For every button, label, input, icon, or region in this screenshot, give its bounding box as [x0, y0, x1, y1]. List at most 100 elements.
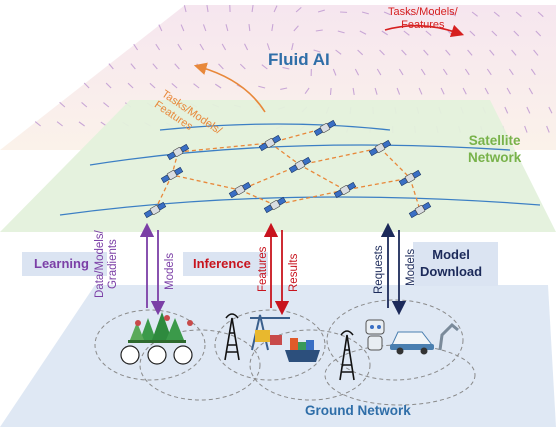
learning-up-line-2: Gradients	[107, 239, 119, 290]
field-arrow	[513, 30, 520, 37]
field-arrow	[418, 87, 423, 95]
field-arrow	[504, 106, 509, 114]
field-arrow	[273, 5, 278, 13]
field-arrow	[202, 24, 207, 32]
field-arrow	[315, 29, 323, 32]
field-arrow	[396, 87, 401, 95]
cargo-ship-icon	[285, 338, 320, 362]
field-arrow	[425, 30, 432, 36]
field-arrow	[78, 121, 85, 127]
field-arrow	[225, 24, 229, 32]
field-arrow	[508, 68, 514, 76]
robotic-arm-icon	[438, 322, 459, 351]
field-arrow	[83, 82, 90, 89]
top-right-flow-line-1: Tasks/Models/	[388, 6, 458, 18]
field-arrow	[361, 11, 369, 15]
field-arrow	[524, 125, 528, 133]
sensor-icons	[135, 315, 193, 326]
satellites	[143, 119, 432, 219]
field-arrow	[379, 49, 385, 56]
field-arrow	[304, 87, 310, 95]
inference-down-label: Results	[288, 253, 300, 292]
field-arrow	[352, 87, 355, 95]
field-arrow	[127, 82, 134, 89]
field-arrow	[271, 23, 274, 32]
field-arrow	[293, 25, 299, 32]
top-left-flow-arrow	[193, 62, 266, 113]
field-arrow	[533, 49, 539, 56]
satellite-icon	[228, 181, 252, 199]
field-arrow	[528, 87, 534, 95]
ground-clusters	[94, 299, 476, 406]
autonomous-car-icon	[390, 331, 434, 355]
field-arrow	[462, 87, 467, 95]
field-arrow	[403, 30, 410, 36]
orbit-lines	[59, 123, 541, 216]
field-arrow	[130, 63, 136, 70]
field-arrow	[449, 11, 457, 17]
satellite-icon	[288, 156, 312, 174]
field-arrow	[266, 43, 271, 51]
field-arrow	[59, 101, 66, 108]
field-arrow	[81, 102, 88, 108]
field-arrow	[548, 106, 553, 114]
top-right-flow-arrow	[384, 24, 465, 37]
field-arrow	[313, 49, 321, 53]
field-arrow	[427, 11, 435, 17]
model-download-line-2: Download	[420, 264, 483, 279]
inference-up-label: Features	[257, 246, 269, 292]
field-arrow	[158, 24, 163, 32]
field-arrow	[56, 121, 63, 127]
field-arrow	[251, 4, 254, 13]
field-arrow	[491, 30, 498, 37]
inference-tag-bg	[183, 252, 268, 276]
field-arrow	[376, 68, 382, 76]
field-arrow	[381, 30, 388, 36]
field-arrow	[244, 43, 249, 51]
field-arrow	[493, 11, 500, 17]
field-arrow	[193, 83, 200, 89]
ground-network-label: Ground Network	[305, 403, 411, 418]
learning-label: Learning	[34, 256, 89, 271]
field-arrow	[155, 43, 161, 51]
field-arrow	[280, 87, 288, 91]
field-arrow	[218, 63, 224, 70]
field-arrow	[183, 5, 187, 13]
field-arrow	[317, 9, 325, 13]
field-arrow	[467, 49, 473, 56]
satellite-icon	[258, 134, 282, 152]
field-arrow	[206, 5, 209, 13]
field-arrow	[442, 68, 448, 76]
field-arrow	[291, 43, 294, 51]
model-download-label: Model Download	[420, 246, 482, 280]
field-arrow	[133, 43, 139, 51]
field-arrow	[337, 30, 345, 34]
field-arrow	[405, 11, 413, 16]
learning-up-line-1: Data/Models/	[94, 230, 106, 298]
inference-arrows	[263, 222, 290, 316]
satellite-icon	[160, 166, 184, 184]
field-arrow	[398, 68, 404, 76]
satellite-icon	[313, 119, 337, 137]
satellite-label-line-2: Network	[468, 150, 522, 165]
fluid-ai-title: Fluid AI	[268, 50, 330, 69]
device-icons	[120, 345, 193, 365]
field-arrow	[329, 87, 332, 96]
field-arrow	[526, 106, 531, 114]
field-arrow	[530, 68, 536, 76]
field-arrow	[34, 121, 41, 127]
field-arrow	[484, 87, 489, 95]
top-right-flow-label: Tasks/Models/ Features	[388, 6, 458, 32]
field-arrow	[401, 49, 407, 56]
field-arrow	[464, 68, 470, 76]
field-arrow	[469, 30, 476, 37]
download-arrows	[380, 222, 407, 316]
field-arrow	[149, 82, 156, 89]
satellite-icon	[166, 143, 190, 161]
learning-tag-bg	[22, 252, 107, 276]
satellite-network-label: Satellite Network	[468, 132, 521, 166]
field-arrow	[354, 68, 360, 76]
field-arrow	[511, 49, 517, 56]
download-down-label: Models	[405, 248, 417, 286]
tree-cluster-icon	[128, 312, 186, 343]
